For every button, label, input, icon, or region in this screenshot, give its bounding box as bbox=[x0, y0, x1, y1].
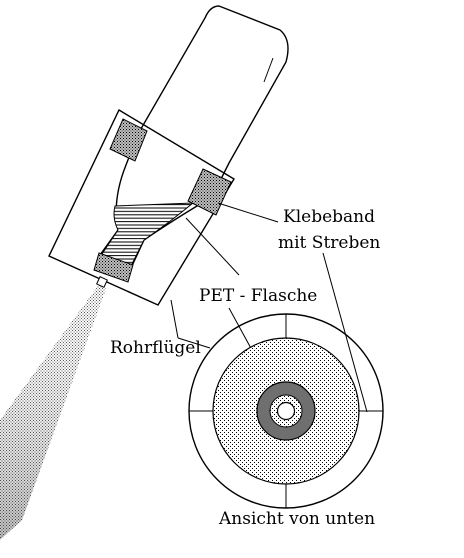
label-tape-line2: mit Streben bbox=[278, 233, 380, 253]
label-bottom-view: Ansicht von unten bbox=[218, 509, 375, 529]
label-tape-line1: Klebeband bbox=[283, 207, 375, 227]
label-pet-bottle: PET - Flasche bbox=[199, 286, 317, 306]
water-spray bbox=[0, 283, 106, 540]
tube-wing-outline bbox=[48, 109, 235, 306]
nozzle bbox=[96, 276, 108, 288]
bottom-view bbox=[188, 313, 384, 509]
tape-top-left bbox=[109, 118, 148, 162]
leader-lines bbox=[170, 202, 368, 413]
tape-bottom bbox=[93, 252, 134, 283]
label-tube-wing: Rohrflügel bbox=[110, 338, 201, 358]
